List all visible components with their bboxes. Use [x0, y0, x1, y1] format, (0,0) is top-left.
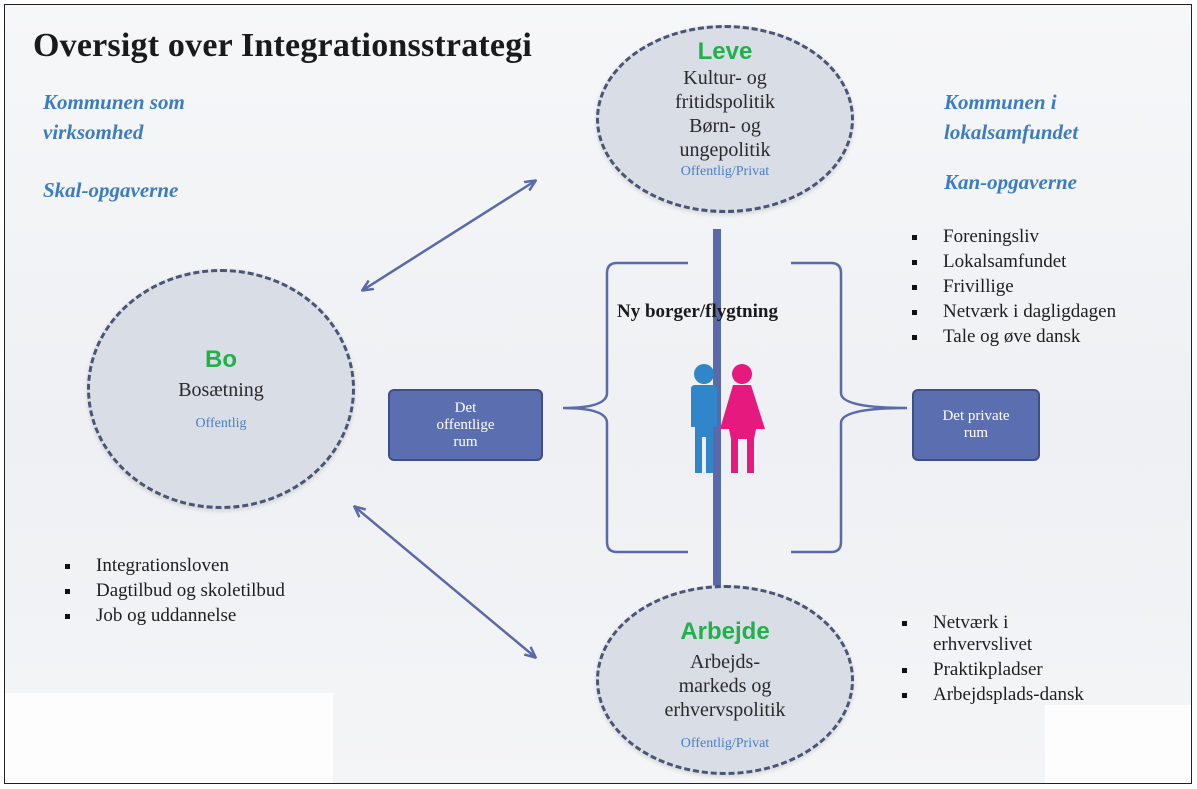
right-header-line1: Kommunen i [944, 90, 1057, 114]
list-item: Foreningsliv [910, 226, 1150, 248]
circle-arbejde-line: Arbejds- [690, 651, 760, 673]
right-header-line2: lokalsamfundet [944, 120, 1079, 144]
left-header-tasks: Skal-opgaverne [43, 178, 179, 202]
circle-leve-line: Kultur- og [683, 67, 767, 89]
circle-arbejde: Arbejde Arbejds- markeds og erhvervspoli… [596, 585, 854, 775]
circle-arbejde-heading: Arbejde [680, 618, 770, 645]
circle-arbejde-sector: Offentlig/Privat [680, 736, 770, 751]
left-header-line2: virksomhed [43, 120, 144, 144]
right-list: Foreningsliv Lokalsamfundet Frivillige N… [910, 226, 1150, 351]
right-header-tasks: Kan-opgaverne [944, 170, 1077, 194]
right-bracket [791, 261, 908, 554]
list-item: Job og uddannelse [63, 605, 313, 627]
private-room-line: rum [963, 425, 989, 441]
page-title: Oversigt over Integrationsstrategi [33, 27, 533, 64]
circle-leve: Leve Kultur- og fritidspolitik Børn- og … [596, 25, 854, 213]
white-patch-right [1045, 705, 1191, 783]
arrow-bo-arbejde [355, 507, 535, 657]
center-label: Ny borger/flygtning [617, 301, 778, 322]
list-item: Integrationsloven [63, 555, 313, 577]
bottom-right-list: Netværk i erhvervslivet Praktikpladser A… [900, 612, 1170, 709]
list-item: Tale og øve dansk [910, 326, 1150, 348]
circle-bo: Bo Bosætning Offentlig [87, 269, 355, 509]
circle-leve-line: ungepolitik [679, 139, 771, 161]
list-item: Netværk i erhvervslivet [900, 612, 1108, 656]
list-item: Netværk i dagligdagen [910, 301, 1150, 323]
arrow-bo-leve [363, 181, 535, 290]
list-item: Lokalsamfundet [910, 251, 1150, 273]
public-room-line: rum [453, 433, 478, 450]
circle-leve-sector: Offentlig/Privat [680, 164, 770, 179]
circle-bo-sector: Offentlig [195, 416, 247, 431]
white-patch-left [5, 693, 333, 783]
man-and-woman-icon [691, 364, 765, 473]
circle-arbejde-line: erhvervspolitik [664, 699, 786, 721]
left-list: Integrationsloven Dagtilbud og skoletilb… [63, 555, 313, 630]
public-room-line: Det [454, 399, 477, 416]
circle-leve-heading: Leve [697, 38, 753, 65]
public-room-box: Det offentlige rum [388, 389, 543, 461]
private-room-box: Det private rum [912, 389, 1040, 461]
list-item: Frivillige [910, 276, 1150, 298]
circle-arbejde-line: markeds og [678, 675, 772, 697]
circle-bo-heading: Bo [205, 346, 237, 373]
diagram-lines [5, 5, 908, 784]
circle-bo-line: Bosætning [178, 379, 264, 401]
list-item: Dagtilbud og skoletilbud [63, 580, 313, 602]
circle-leve-line: fritidspolitik [675, 91, 775, 113]
circle-leve-line: Børn- og [689, 115, 761, 137]
list-item: Praktikpladser [900, 659, 1170, 681]
list-item: Arbejdsplads-dansk [900, 684, 1170, 706]
slide: Oversigt over Integrationsstrategi Kommu… [4, 4, 1192, 784]
private-room-line: Det private [942, 408, 1010, 424]
right-header: Kommunen i lokalsamfundet Kan-opgaverne [944, 87, 1078, 197]
left-bracket [562, 261, 688, 554]
left-header-line1: Kommunen som [43, 90, 185, 114]
public-room-line: offentlige [436, 416, 495, 433]
left-header: Kommunen som virksomhed Skal-opgaverne [43, 87, 185, 205]
